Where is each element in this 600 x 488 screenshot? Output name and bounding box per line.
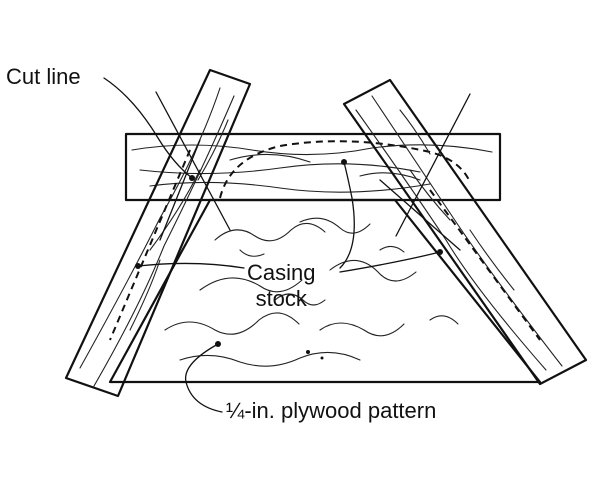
casing-stock-board (124, 132, 502, 202)
plywood-pattern-label: ¼-in. plywood pattern (226, 398, 437, 423)
right-casing-board (342, 78, 588, 386)
casing-label-line1: Casing (247, 260, 316, 285)
cut-lines (155, 91, 471, 251)
casing-stock-label: Casing stock (247, 260, 315, 312)
casing-label-line2: stock (255, 286, 307, 311)
cut-line-label: Cut line (6, 64, 81, 89)
leader-lines (103, 77, 443, 413)
left-casing-board (64, 68, 252, 398)
